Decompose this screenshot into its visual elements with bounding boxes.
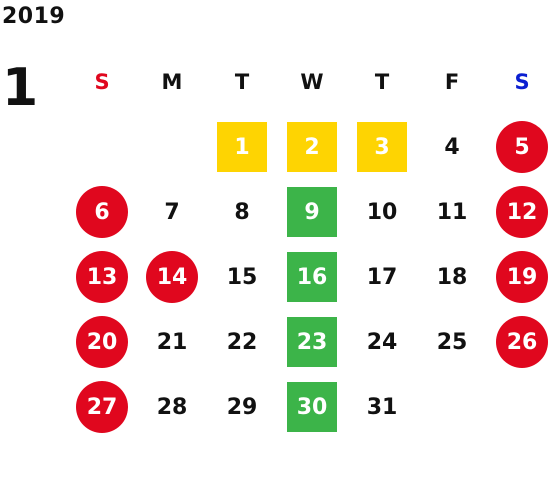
day-number: 30 [296,394,328,420]
day-cell-3[interactable]: 3 [347,117,417,177]
day-cell-19[interactable]: 19 [487,247,548,307]
weekday-header-tue: T [234,70,250,94]
day-cell-18[interactable]: 18 [417,247,487,307]
day-number: 10 [366,199,398,225]
day-number: 17 [366,264,398,290]
new-year-holiday-marker: 1 [217,122,267,172]
day-cell-10[interactable]: 10 [347,182,417,242]
day-cell-23[interactable]: 23 [277,312,347,372]
day-number: 14 [156,264,188,290]
day-cell-25[interactable]: 25 [417,312,487,372]
wednesday-marker: 9 [287,187,337,237]
day-cell-28[interactable]: 28 [137,377,207,437]
day-cell-9[interactable]: 9 [277,182,347,242]
day-cell-12[interactable]: 12 [487,182,548,242]
day-number: 25 [436,329,468,355]
weekday-header-mon: M [161,70,183,94]
holiday-circle-marker: 12 [496,186,548,238]
day-cell-20[interactable]: 20 [67,312,137,372]
day-cell-7[interactable]: 7 [137,182,207,242]
day-cell-27[interactable]: 27 [67,377,137,437]
weekday-header-thu: T [374,70,390,94]
day-cell-30[interactable]: 30 [277,377,347,437]
weekday-header-sat: S [514,70,530,94]
day-number: 28 [156,394,188,420]
holiday-circle-marker: 19 [496,251,548,303]
day-cell-11[interactable]: 11 [417,182,487,242]
day-cell-5[interactable]: 5 [487,117,548,177]
day-cell-31[interactable]: 31 [347,377,417,437]
day-number: 13 [86,264,118,290]
day-number: 4 [444,134,460,160]
day-cell-14[interactable]: 14 [137,247,207,307]
day-number: 11 [436,199,468,225]
wednesday-marker: 30 [287,382,337,432]
day-cell-2[interactable]: 2 [277,117,347,177]
holiday-circle-marker: 26 [496,316,548,368]
new-year-holiday-marker: 2 [287,122,337,172]
holiday-circle-marker: 13 [76,251,128,303]
holiday-circle-marker: 20 [76,316,128,368]
day-cell-6[interactable]: 6 [67,182,137,242]
day-cell-29[interactable]: 29 [207,377,277,437]
day-cell-22[interactable]: 22 [207,312,277,372]
day-cell-1[interactable]: 1 [207,117,277,177]
day-number: 24 [366,329,398,355]
day-number: 5 [514,134,530,160]
day-number: 27 [86,394,118,420]
day-number: 19 [506,264,538,290]
weekday-header-sun: S [94,70,110,94]
day-cell-21[interactable]: 21 [137,312,207,372]
weekday-header-fri: F [444,70,460,94]
wednesday-marker: 16 [287,252,337,302]
day-number: 9 [304,199,320,225]
holiday-circle-marker: 6 [76,186,128,238]
day-number: 20 [86,329,118,355]
day-number: 6 [94,199,110,225]
day-cell-4[interactable]: 4 [417,117,487,177]
day-number: 22 [226,329,258,355]
day-number: 2 [304,134,320,160]
day-cell-26[interactable]: 26 [487,312,548,372]
day-number: 31 [366,394,398,420]
day-number: 23 [296,329,328,355]
day-cell-17[interactable]: 17 [347,247,417,307]
day-number: 1 [234,134,250,160]
day-number: 8 [234,199,250,225]
day-number: 3 [374,134,390,160]
day-number: 12 [506,199,538,225]
new-year-holiday-marker: 3 [357,122,407,172]
holiday-circle-marker: 27 [76,381,128,433]
day-number: 29 [226,394,258,420]
day-number: 18 [436,264,468,290]
day-number: 16 [296,264,328,290]
day-number: 7 [164,199,180,225]
day-number: 15 [226,264,258,290]
wednesday-marker: 23 [287,317,337,367]
day-number: 26 [506,329,538,355]
year-label: 2019 [2,4,66,29]
day-cell-13[interactable]: 13 [67,247,137,307]
month-number: 1 [2,58,39,118]
holiday-circle-marker: 5 [496,121,548,173]
day-cell-15[interactable]: 15 [207,247,277,307]
day-cell-16[interactable]: 16 [277,247,347,307]
holiday-circle-marker: 14 [146,251,198,303]
day-cell-24[interactable]: 24 [347,312,417,372]
day-number: 21 [156,329,188,355]
weekday-header-wed: W [300,70,324,94]
day-cell-8[interactable]: 8 [207,182,277,242]
